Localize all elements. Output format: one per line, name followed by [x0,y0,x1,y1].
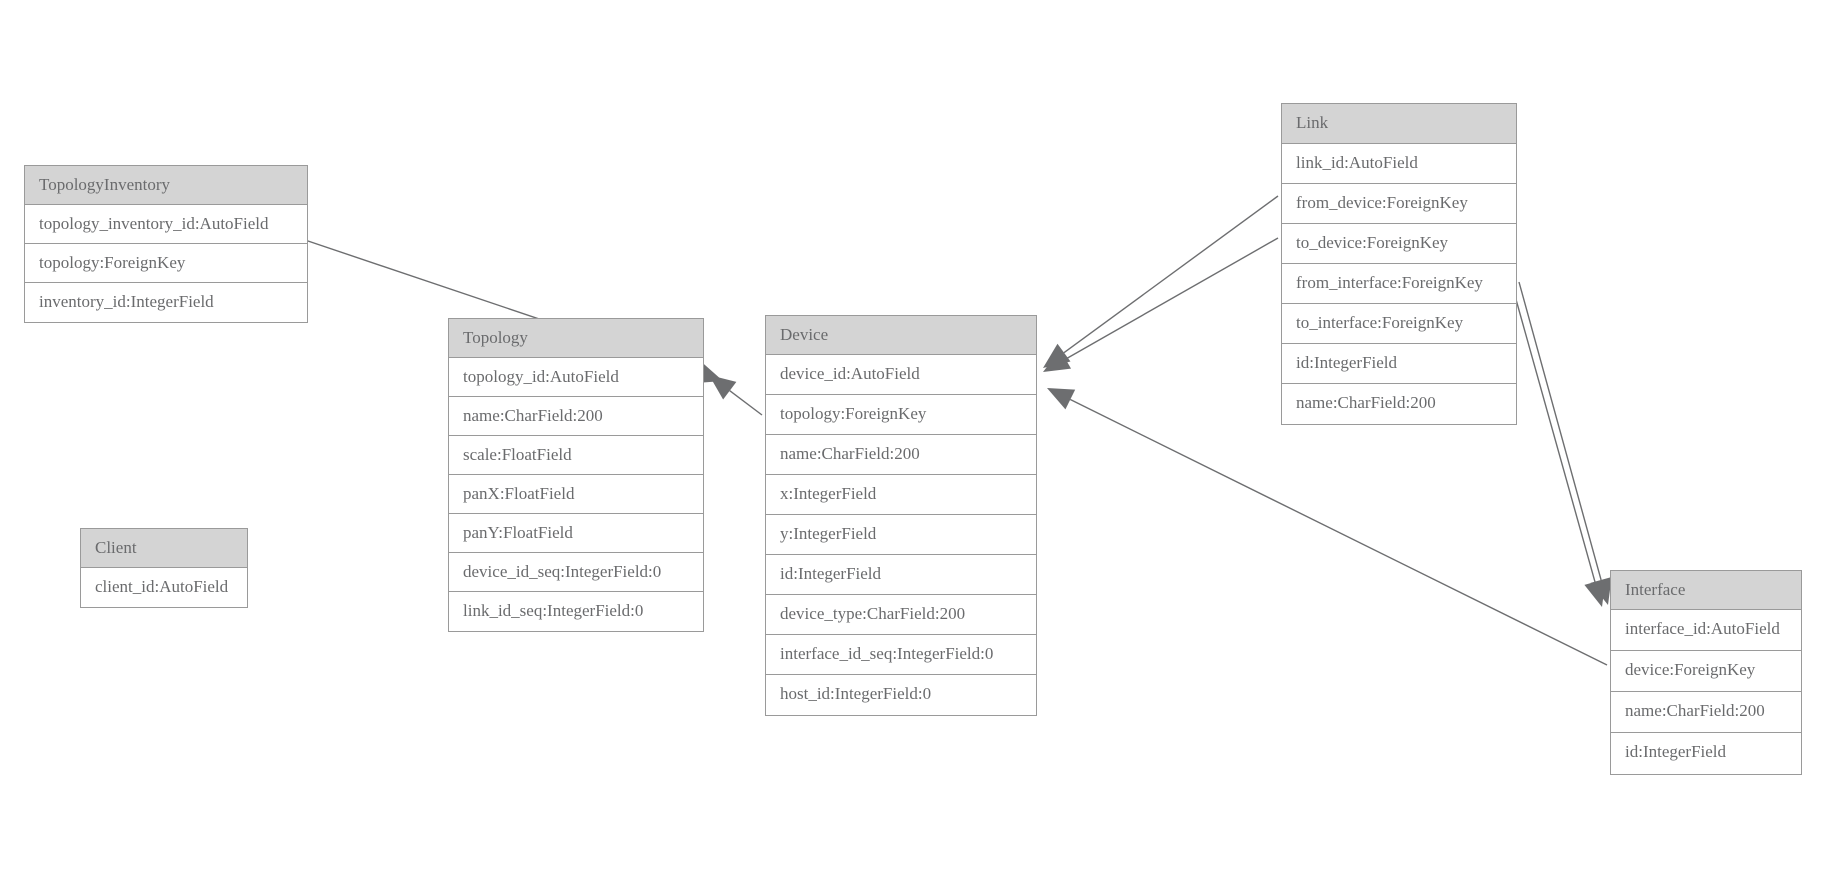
entity-title-topology: Topology [449,319,703,358]
entity-field-row: interface_id_seq:IntegerField:0 [766,635,1036,675]
entity-field-row: topology:ForeignKey [766,395,1036,435]
edge-line [1063,195,1279,354]
edge-line [1069,398,1608,666]
relationship-edge [709,375,763,416]
entity-field-row: y:IntegerField [766,515,1036,555]
entity-field-row: link_id:AutoField [1282,144,1516,184]
entity-field-row: device_id_seq:IntegerField:0 [449,553,703,592]
entity-field-row: device_type:CharField:200 [766,595,1036,635]
relationship-edge [1518,281,1612,605]
entity-field-row: topology_id:AutoField [449,358,703,397]
entity-field-row: link_id_seq:IntegerField:0 [449,592,703,631]
entity-field-row: name:CharField:200 [1611,692,1801,733]
relationship-edge [1047,388,1608,666]
edge-line [1065,237,1279,360]
entity-field-row: name:CharField:200 [1282,384,1516,424]
entity-field-row: id:IntegerField [1611,733,1801,774]
entity-field-row: name:CharField:200 [449,397,703,436]
edge-arrowhead-icon [1590,577,1612,605]
entity-title-client: Client [81,529,247,568]
entity-field-row: client_id:AutoField [81,568,247,607]
entity-field-row: device_id:AutoField [766,355,1036,395]
entity-title-interface: Interface [1611,571,1801,610]
entity-field-row: x:IntegerField [766,475,1036,515]
entity-field-row: id:IntegerField [766,555,1036,595]
relationship-edge [1043,195,1279,368]
relationship-edge [1043,237,1279,372]
entity-field-row: name:CharField:200 [766,435,1036,475]
entity-field-row: topology_inventory_id:AutoField [25,205,307,244]
entity-field-row: id:IntegerField [1282,344,1516,384]
entity-field-row: topology:ForeignKey [25,244,307,283]
entity-title-link: Link [1282,104,1516,144]
edge-arrowhead-icon [1043,349,1072,372]
entity-field-row: scale:FloatField [449,436,703,475]
entity-field-row: interface_id:AutoField [1611,610,1801,651]
edge-arrowhead-icon [1043,343,1071,368]
edge-arrowhead-icon [1584,578,1606,607]
edge-line [729,390,763,416]
entity-field-row: inventory_id:IntegerField [25,283,307,322]
relationship-edge [1509,277,1606,607]
entity-field-row: to_interface:ForeignKey [1282,304,1516,344]
entity-title-topologyinventory: TopologyInventory [25,166,307,205]
entity-field-row: device:ForeignKey [1611,651,1801,692]
entity-field-row: host_id:IntegerField:0 [766,675,1036,715]
edge-line [1518,281,1602,581]
entity-field-row: panY:FloatField [449,514,703,553]
edge-arrowhead-icon [709,375,737,400]
entity-title-device: Device [766,316,1036,355]
entity-field-row: panX:FloatField [449,475,703,514]
entity-field-row: to_device:ForeignKey [1282,224,1516,264]
edge-line [1509,277,1596,583]
edge-arrowhead-icon [1047,388,1076,410]
entity-field-row: from_interface:ForeignKey [1282,264,1516,304]
entity-field-row: from_device:ForeignKey [1282,184,1516,224]
